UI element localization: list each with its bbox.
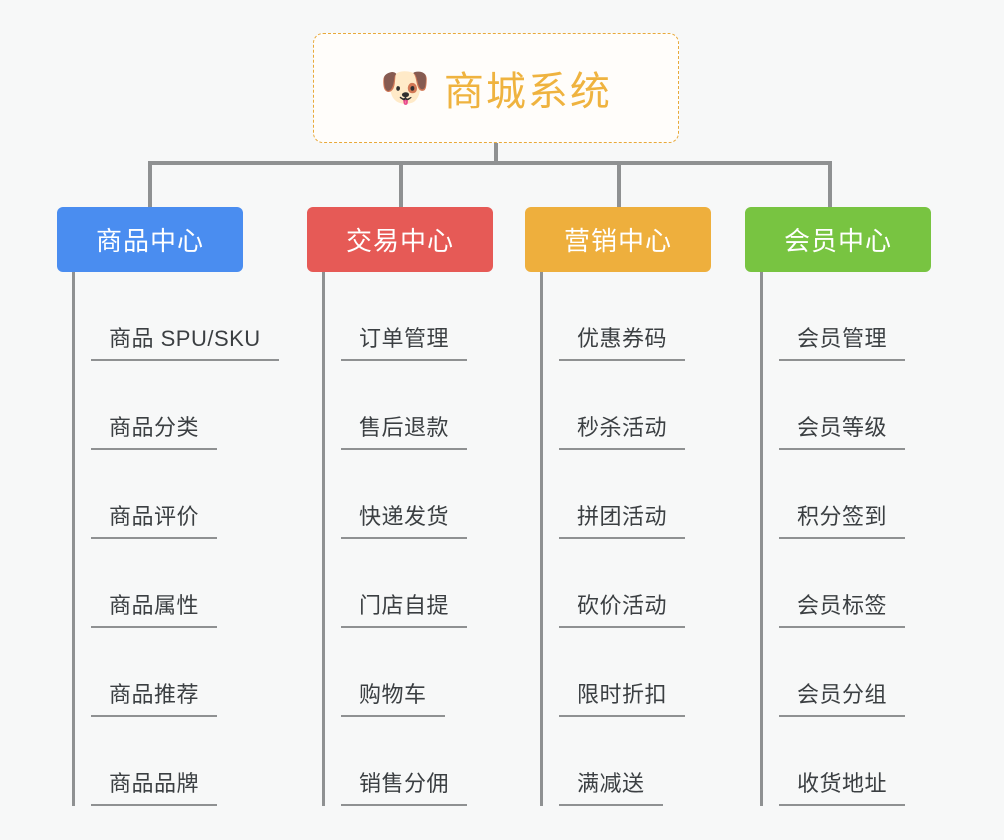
list-item[interactable]: 商品评价 — [91, 450, 279, 539]
list-item[interactable]: 商品品牌 — [91, 717, 279, 806]
list-item[interactable]: 收货地址 — [779, 717, 906, 806]
category-title: 营销中心 — [563, 226, 672, 256]
connector-drop-member-center — [828, 161, 832, 207]
connector-drop-trade-center — [399, 161, 403, 207]
root-node[interactable]: 🐶 商城系统 — [313, 33, 679, 143]
list-item[interactable]: 订单管理 — [341, 272, 468, 361]
category-header-marketing-center[interactable]: 营销中心 — [525, 207, 711, 272]
list-item[interactable]: 拼团活动 — [559, 450, 686, 539]
list-item[interactable]: 会员管理 — [779, 272, 906, 361]
list-item[interactable]: 秒杀活动 — [559, 361, 686, 450]
leaf-label: 积分签到 — [779, 499, 906, 539]
branch-marketing-center: 营销中心 优惠券码 秒杀活动 拼团活动 砍价活动 限时折扣 满减送 — [525, 207, 750, 806]
leaf-label: 商品 SPU/SKU — [91, 321, 279, 361]
category-title: 交易中心 — [345, 226, 454, 256]
leaf-label: 会员管理 — [779, 321, 906, 361]
list-item[interactable]: 售后退款 — [341, 361, 468, 450]
connector-drop-marketing-center — [617, 161, 621, 207]
shiba-dog-face-icon: 🐶 — [380, 66, 430, 110]
leaf-label: 拼团活动 — [559, 499, 686, 539]
leaf-label: 商品分类 — [91, 410, 218, 450]
list-item[interactable]: 会员分组 — [779, 628, 906, 717]
leaf-list-member-center: 会员管理 会员等级 积分签到 会员标签 会员分组 收货地址 — [760, 272, 906, 806]
list-item[interactable]: 销售分佣 — [341, 717, 468, 806]
list-item[interactable]: 购物车 — [341, 628, 467, 717]
connector-root-stem — [494, 143, 498, 165]
leaf-label: 商品评价 — [91, 499, 218, 539]
branch-product-center: 商品中心 商品 SPU/SKU 商品分类 商品评价 商品属性 商品推荐 商品品牌 — [57, 207, 317, 806]
list-item[interactable]: 商品推荐 — [91, 628, 279, 717]
category-header-trade-center[interactable]: 交易中心 — [307, 207, 493, 272]
list-item[interactable]: 会员标签 — [779, 539, 906, 628]
category-header-product-center[interactable]: 商品中心 — [57, 207, 243, 272]
leaf-label: 收货地址 — [779, 766, 906, 806]
list-item[interactable]: 门店自提 — [341, 539, 468, 628]
leaf-label: 满减送 — [559, 766, 663, 806]
root-title: 商城系统 — [443, 70, 612, 114]
branch-member-center: 会员中心 会员管理 会员等级 积分签到 会员标签 会员分组 收货地址 — [745, 207, 985, 806]
list-item[interactable]: 优惠券码 — [559, 272, 686, 361]
category-header-member-center[interactable]: 会员中心 — [745, 207, 931, 272]
leaf-list-marketing-center: 优惠券码 秒杀活动 拼团活动 砍价活动 限时折扣 满减送 — [540, 272, 686, 806]
list-item[interactable]: 会员等级 — [779, 361, 906, 450]
list-item[interactable]: 限时折扣 — [559, 628, 686, 717]
leaf-label: 商品属性 — [91, 588, 218, 628]
leaf-label: 商品推荐 — [91, 677, 218, 717]
list-item[interactable]: 积分签到 — [779, 450, 906, 539]
list-item[interactable]: 商品属性 — [91, 539, 279, 628]
list-item[interactable]: 满减送 — [559, 717, 685, 806]
leaf-label: 秒杀活动 — [559, 410, 686, 450]
leaf-label: 会员分组 — [779, 677, 906, 717]
leaf-label: 门店自提 — [341, 588, 468, 628]
list-item[interactable]: 商品 SPU/SKU — [91, 272, 279, 361]
branch-trade-center: 交易中心 订单管理 售后退款 快递发货 门店自提 购物车 销售分佣 — [307, 207, 537, 806]
list-item[interactable]: 商品分类 — [91, 361, 279, 450]
leaf-label: 购物车 — [341, 677, 445, 717]
list-item[interactable]: 砍价活动 — [559, 539, 686, 628]
category-title: 商品中心 — [95, 226, 204, 256]
leaf-label: 限时折扣 — [559, 677, 686, 717]
leaf-label: 商品品牌 — [91, 766, 218, 806]
list-item[interactable]: 快递发货 — [341, 450, 468, 539]
leaf-label: 订单管理 — [341, 321, 468, 361]
leaf-label: 会员标签 — [779, 588, 906, 628]
leaf-label: 快递发货 — [341, 499, 468, 539]
category-title: 会员中心 — [783, 226, 892, 256]
leaf-list-product-center: 商品 SPU/SKU 商品分类 商品评价 商品属性 商品推荐 商品品牌 — [72, 272, 279, 806]
leaf-label: 销售分佣 — [341, 766, 468, 806]
leaf-label: 会员等级 — [779, 410, 906, 450]
leaf-label: 售后退款 — [341, 410, 468, 450]
leaf-list-trade-center: 订单管理 售后退款 快递发货 门店自提 购物车 销售分佣 — [322, 272, 468, 806]
leaf-label: 砍价活动 — [559, 588, 686, 628]
connector-drop-product-center — [148, 161, 152, 207]
connector-horizontal-bar — [148, 161, 832, 165]
leaf-label: 优惠券码 — [559, 321, 686, 361]
